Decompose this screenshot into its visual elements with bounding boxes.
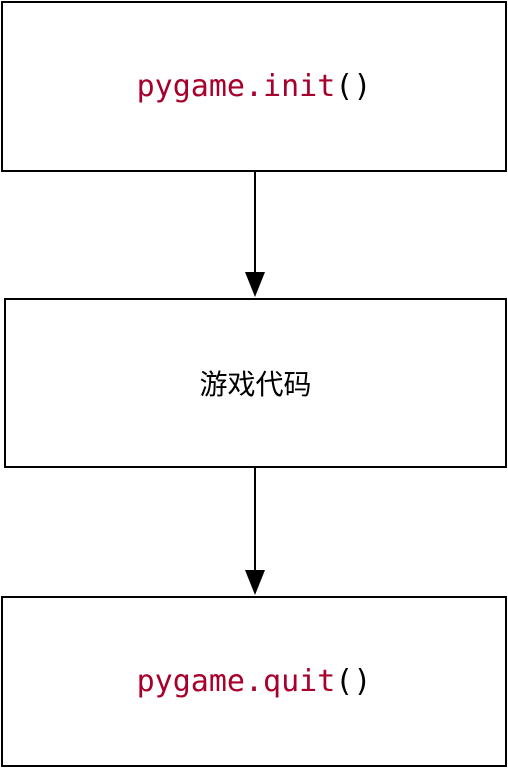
init-func: init [263, 69, 336, 104]
quit-func: quit [263, 664, 336, 699]
init-module: pygame [136, 69, 245, 104]
quit-parens: () [335, 664, 372, 699]
quit-module: pygame [136, 664, 245, 699]
quit-dot: . [244, 664, 264, 699]
arrow-game-to-quit [245, 468, 265, 595]
init-parens: () [335, 69, 372, 104]
node-pygame-init: pygame.init() [1, 1, 507, 172]
arrow-init-to-game [245, 172, 265, 297]
node-pygame-quit: pygame.quit() [1, 596, 507, 767]
init-dot: . [244, 69, 264, 104]
init-code-text: pygame.init() [137, 69, 372, 104]
quit-code-text: pygame.quit() [137, 664, 372, 699]
game-code-label: 游戏代码 [199, 368, 312, 401]
node-game-code: 游戏代码 [4, 298, 507, 468]
